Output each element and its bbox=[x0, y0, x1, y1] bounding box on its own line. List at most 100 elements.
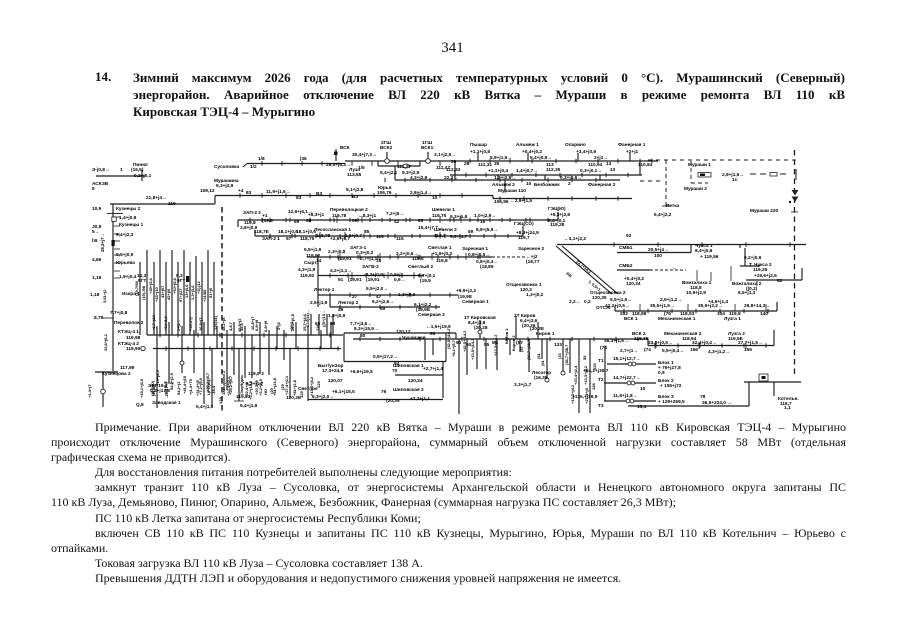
svg-text:23,7+14,2: 23,7+14,2 bbox=[575, 259, 593, 275]
svg-text:+3,4+j0,9: +3,4+j0,9 bbox=[576, 149, 596, 155]
svg-text:115: 115 bbox=[396, 236, 404, 242]
svg-text:85: 85 bbox=[364, 229, 370, 235]
svg-text:((0,2): ((0,2) bbox=[746, 286, 758, 292]
svg-text:(20,28: (20,28 bbox=[474, 325, 488, 331]
svg-text:119,8: 119,8 bbox=[244, 220, 256, 226]
svg-text:1,9+j0,4: 1,9+j0,4 bbox=[119, 274, 137, 280]
svg-text:10,9+j2,9: 10,9+j2,9 bbox=[686, 290, 706, 296]
svg-text:НО: НО bbox=[263, 389, 268, 395]
svg-text:Заречная 1: Заречная 1 bbox=[462, 246, 488, 252]
svg-text:140: 140 bbox=[760, 311, 768, 317]
svg-text:Искра 1: Искра 1 bbox=[122, 291, 140, 297]
svg-text:68: 68 bbox=[306, 218, 312, 224]
svg-text:15,4: 15,4 bbox=[637, 404, 647, 410]
svg-text:1,4+j0,7→: 1,4+j0,7→ bbox=[516, 168, 538, 174]
svg-text:10: 10 bbox=[640, 386, 646, 392]
svg-text:(61: (61 bbox=[536, 352, 541, 359]
svg-text:5,4+j2,1: 5,4+j2,1 bbox=[380, 170, 398, 176]
svg-text:10,9: 10,9 bbox=[92, 206, 102, 212]
svg-text:5,5+j1,9: 5,5+j1,9 bbox=[304, 247, 322, 253]
svg-text:9,3+j2,9: 9,3+j2,9 bbox=[216, 183, 234, 189]
svg-text:(19,9: (19,9 bbox=[420, 278, 431, 284]
svg-text:35: 35 bbox=[494, 161, 500, 167]
svg-text:1/2: 1/2 bbox=[250, 164, 257, 170]
svg-text:2ГШ: 2ГШ bbox=[381, 140, 391, 146]
svg-text:106,96: 106,96 bbox=[494, 199, 509, 205]
svg-text:J0,8: J0,8 bbox=[92, 224, 102, 230]
svg-text:7,2+j5→: 7,2+j5→ bbox=[386, 211, 404, 217]
svg-text:+15,1+j0,5: +15,1+j0,5 bbox=[139, 378, 144, 398]
svg-text:ВСК 2: ВСК 2 bbox=[632, 331, 646, 337]
svg-text:133: 133 bbox=[592, 363, 597, 370]
svg-text:Блок 2: Блок 2 bbox=[658, 378, 674, 384]
svg-text:1Т Кировская: 1Т Кировская bbox=[464, 315, 496, 321]
svg-text:+ 119,56: + 119,56 bbox=[700, 254, 719, 260]
svg-text:15,1+j12,7→: 15,1+j12,7→ bbox=[613, 356, 640, 362]
svg-text:9,3: 9,3 bbox=[176, 273, 183, 279]
svg-text:+8,3+j1: +8,3+j1 bbox=[308, 212, 324, 218]
svg-text:9,9+j1,7: 9,9+j1,7 bbox=[450, 234, 468, 240]
svg-text:АСКЗВ: АСКЗВ bbox=[92, 181, 109, 187]
svg-text:96: 96 bbox=[430, 331, 436, 337]
svg-text:Альмеж 2: Альмеж 2 bbox=[492, 182, 515, 188]
svg-text:33,5+j0,5→: 33,5+j0,5→ bbox=[648, 340, 673, 346]
svg-text:2+j2: 2+j2 bbox=[276, 321, 281, 330]
svg-text:47: 47 bbox=[376, 294, 382, 300]
svg-text:+j1,4+75: +j1,4+75 bbox=[188, 378, 193, 395]
svg-text:Блок 1: Блок 1 bbox=[658, 360, 674, 366]
svg-text:+5,3+j2,8: +5,3+j2,8 bbox=[550, 212, 570, 218]
svg-text:Лесосланская 1: Лесосланская 1 bbox=[314, 227, 351, 233]
svg-text:((5+(15→: ((5+(15→ bbox=[321, 310, 326, 327]
svg-text:6,5+j1,3: 6,5+j1,3 bbox=[738, 290, 756, 296]
svg-text:+42,5+j14,2: +42,5+j14,2 bbox=[462, 330, 467, 352]
svg-text:Блок 3: Блок 3 bbox=[658, 394, 674, 400]
svg-text:(20,36: (20,36 bbox=[522, 323, 536, 329]
svg-text:45,8+j2: 45,8+j2 bbox=[237, 318, 242, 332]
svg-text:133: 133 bbox=[554, 342, 562, 348]
svg-text:(61: (61 bbox=[540, 359, 545, 366]
svg-text:+13,5+j14,2: +13,5+j14,2 bbox=[493, 334, 498, 356]
svg-text:18,1+j0,6: 18,1+j0,6 bbox=[296, 229, 316, 235]
svg-text:ЗАГВ-2: ЗАГВ-2 bbox=[362, 264, 379, 270]
svg-text:113: 113 bbox=[546, 162, 554, 168]
svg-text:Мурашина: Мурашина bbox=[214, 178, 239, 184]
svg-text:+13,3+j4,2: +13,3+j4,2 bbox=[570, 384, 575, 404]
svg-text:ВЗ: ВЗ bbox=[352, 194, 358, 200]
svg-text:Пинюг: Пинюг bbox=[133, 162, 148, 168]
svg-text:118,78: 118,78 bbox=[316, 233, 331, 239]
svg-text:Переволок 2: Переволок 2 bbox=[114, 320, 144, 326]
svg-text:ВСК2: ВСК2 bbox=[380, 145, 393, 151]
svg-text:Шевели 2: Шевели 2 bbox=[434, 227, 457, 233]
svg-text:(19)-/98: (19)-/98 bbox=[141, 285, 146, 300]
svg-text:119,90: 119,90 bbox=[126, 346, 141, 352]
svg-text:98: 98 bbox=[330, 321, 336, 327]
svg-text:36,3+j1,6→: 36,3+j1,6→ bbox=[604, 338, 629, 344]
svg-text:42+j/0: 42+j/0 bbox=[166, 288, 171, 300]
svg-text:110,84: 110,84 bbox=[638, 162, 653, 168]
svg-text:+0,4+j0,2: +0,4+j0,2 bbox=[624, 276, 644, 282]
svg-text:(33: (33 bbox=[557, 352, 562, 359]
svg-text:+3,2+j8,5: +3,2+j8,5 bbox=[258, 378, 263, 396]
svg-text:Переволоцкая 2: Переволоцкая 2 bbox=[330, 207, 368, 213]
svg-text:10,3: 10,3 bbox=[137, 273, 147, 279]
svg-text:4,66: 4,66 bbox=[92, 257, 102, 263]
svg-text:106,76: 106,76 bbox=[377, 190, 392, 196]
svg-text:1,19: 1,19 bbox=[92, 275, 102, 281]
svg-text:+2,7+j1,4: +2,7+j1,4 bbox=[423, 366, 443, 372]
svg-text:4,3+j1,2→: 4,3+j1,2→ bbox=[708, 349, 730, 355]
svg-text:97+j/27: 97+j/27 bbox=[178, 288, 183, 302]
svg-text:0,9+j17,2→: 0,9+j17,2→ bbox=[373, 354, 398, 360]
svg-text:Юрья: Юрья bbox=[378, 185, 392, 191]
svg-text:12,6+j6,1→: 12,6+j6,1→ bbox=[288, 209, 313, 215]
svg-text:0,3+j0,2: 0,3+j0,2 bbox=[356, 250, 374, 256]
svg-text:76: 76 bbox=[381, 389, 387, 395]
svg-text:49: 49 bbox=[380, 306, 386, 312]
svg-text:51+j0: 51+j0 bbox=[208, 287, 213, 298]
svg-text:+19+j8,5: +19+j8,5 bbox=[155, 369, 160, 386]
svg-text:9,3+j2,9: 9,3+j2,9 bbox=[402, 170, 420, 176]
svg-text:(74: (74 bbox=[644, 347, 651, 353]
svg-text:+27,4+j2,1: +27,4+j2,1 bbox=[284, 375, 289, 395]
svg-text:СМБ2: СМБ2 bbox=[619, 263, 633, 269]
svg-text:90: 90 bbox=[456, 340, 462, 346]
svg-text:1: 1 bbox=[120, 167, 123, 173]
